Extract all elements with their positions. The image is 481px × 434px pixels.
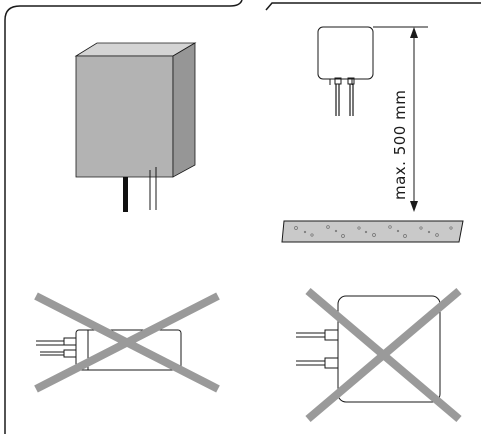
wrong-side-enclosure [296,295,441,403]
box-side-face [172,42,196,178]
side-gland-lower [324,357,339,369]
arrow-down [410,201,418,212]
box-front-face [75,55,174,178]
height-dimension [373,26,428,212]
enclosure-3d [74,42,197,212]
floor [281,220,464,243]
enclosure-front-view [317,26,374,116]
side-gland-upper [324,329,339,341]
distance-label: max. 500 mm [391,90,409,200]
floor-slab [281,220,464,243]
gland-upper [63,337,77,346]
cable-gland-left [334,77,342,85]
cross-mark-left [34,292,220,393]
arrow-up [410,27,418,38]
wrong-horizontal-enclosure [36,329,182,371]
small-box [317,26,374,80]
cable-gland-right [347,77,355,85]
right-frame [265,2,481,11]
left-frame [4,0,243,434]
black-cable [123,177,128,212]
gland-lower [63,349,77,358]
cross-mark-right [305,287,462,423]
